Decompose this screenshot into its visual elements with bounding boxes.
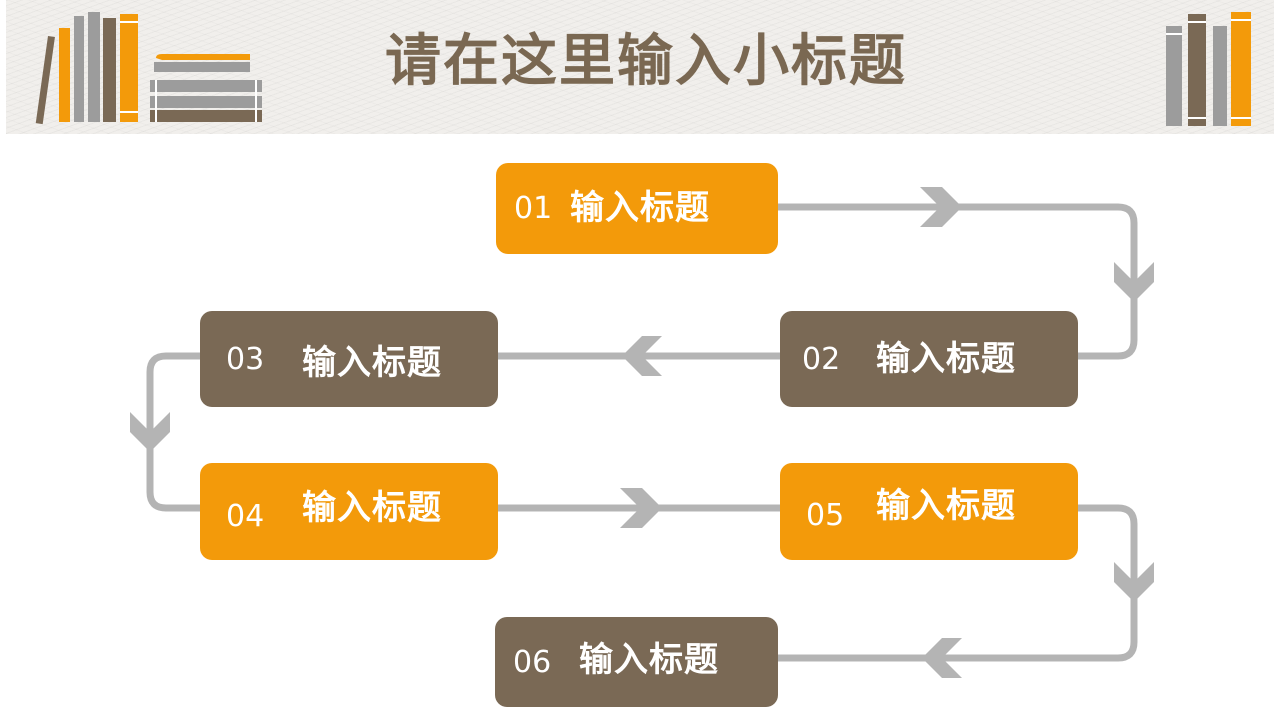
step-number: 05 — [806, 498, 845, 533]
step-box-04[interactable]: 04 输入标题 — [200, 463, 498, 560]
step-box-01[interactable]: 01 输入标题 — [496, 163, 778, 254]
arrow-right-icon — [620, 488, 662, 528]
step-label: 输入标题 — [302, 488, 442, 528]
page-title: 请在这里输入小标题 — [385, 29, 907, 94]
step-number: 01 — [514, 191, 553, 226]
books-icon — [1166, 12, 1251, 126]
arrow-down-icon — [130, 412, 170, 452]
step-label: 输入标题 — [302, 342, 442, 383]
step-label: 输入标题 — [876, 338, 1016, 379]
arrow-down-icon — [1114, 262, 1154, 302]
step-number: 02 — [802, 341, 841, 377]
step-label: 输入标题 — [579, 639, 719, 680]
books-icon — [35, 12, 262, 125]
arrow-left-icon — [622, 336, 662, 376]
step-label: 输入标题 — [876, 486, 1016, 526]
step-number: 04 — [226, 499, 265, 534]
arrow-right-icon — [920, 187, 962, 227]
step-box-06[interactable]: 06 输入标题 — [495, 617, 778, 707]
connector-01-02 — [774, 203, 1138, 360]
step-label: 输入标题 — [570, 188, 710, 228]
arrow-down-icon — [1114, 562, 1154, 602]
arrow-left-icon — [922, 638, 962, 678]
header-banner: 请在这里输入小标题 — [6, 0, 1274, 134]
step-box-05[interactable]: 05 输入标题 — [780, 463, 1078, 560]
step-box-03[interactable]: 03 输入标题 — [200, 311, 498, 407]
step-number: 03 — [226, 341, 265, 377]
step-number: 06 — [513, 644, 552, 680]
step-box-02[interactable]: 02 输入标题 — [780, 311, 1078, 407]
